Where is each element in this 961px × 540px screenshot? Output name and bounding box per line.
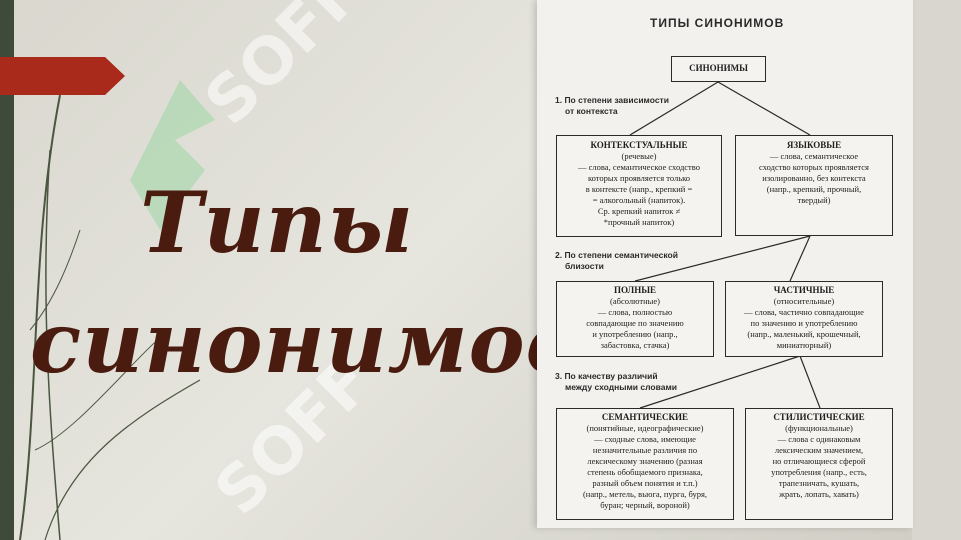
full-line: забастовка, стачка) — [600, 340, 670, 350]
stylistic-line: жрать, лопать, хавать) — [779, 489, 859, 499]
partial-heading: ЧАСТИЧНЫЕ — [773, 285, 835, 295]
page-strip — [912, 0, 961, 540]
contextual-line: — слова, семантическое сходство — [578, 162, 700, 172]
stylistic-heading: СТИЛИСТИЧЕСКИЕ — [773, 412, 865, 422]
criterion-1: 1. По степени зависимости от контекста — [555, 95, 669, 117]
full-synonyms-box: ПОЛНЫЕ (абсолютные) — слова, полностью с… — [556, 281, 714, 357]
title-line-1: Типы — [140, 173, 415, 272]
contextual-line: которых проявляется только — [587, 173, 691, 183]
contextual-subheading: (речевые) — [621, 151, 657, 161]
linguistic-line: изолированно, без контекста — [762, 173, 866, 183]
criterion-3-line-1: 3. По качеству различий — [555, 371, 658, 381]
semantic-box: СЕМАНТИЧЕСКИЕ (понятийные, идеографическ… — [556, 408, 734, 520]
stylistic-subheading: (функциональные) — [785, 423, 853, 433]
linguistic-line: — слова, семантическое — [769, 151, 859, 161]
criterion-1-line-1: 1. По степени зависимости — [555, 95, 669, 105]
criterion-3: 3. По качеству различий между сходными с… — [555, 371, 677, 393]
linguistic-box: ЯЗЫКОВЫЕ — слова, семантическое сходство… — [735, 135, 893, 236]
stylistic-box: СТИЛИСТИЧЕСКИЕ (функциональные) — слова … — [745, 408, 893, 520]
title-line-2: синонимов — [30, 293, 582, 392]
criterion-2: 2. По степени семантической близости — [555, 250, 678, 272]
full-line: совпадающие по значению — [586, 318, 684, 328]
semantic-line: лексическому значению (разная — [587, 456, 703, 466]
watermark-logo-shape — [130, 80, 215, 230]
partial-synonyms-box: ЧАСТИЧНЫЕ (относительные) — слова, части… — [725, 281, 883, 357]
left-accent-bar — [0, 0, 14, 540]
diagram-heading: ТИПЫ СИНОНИМОВ — [650, 16, 785, 30]
root-label: СИНОНИМЫ — [689, 63, 748, 73]
partial-line: (напр., маленький, крошечный, — [747, 329, 861, 339]
partial-line: — слова, частично совпадающие — [744, 307, 864, 317]
full-subheading: (абсолютные) — [610, 296, 660, 306]
full-line: и употреблению (напр., — [592, 329, 678, 339]
semantic-line: — сходные слова, имеющие — [594, 434, 696, 444]
contextual-heading: КОНТЕКСТУАЛЬНЫЕ — [590, 140, 688, 150]
semantic-line: буран; черный, вороной) — [600, 500, 690, 510]
semantic-line: разный объем понятия и т.п.) — [592, 478, 698, 488]
full-heading: ПОЛНЫЕ — [613, 285, 657, 295]
stylistic-line: трапезничать, кушать, — [778, 478, 860, 488]
contextual-box: КОНТЕКСТУАЛЬНЫЕ (речевые) — слова, семан… — [556, 135, 722, 237]
contextual-line: в контексте (напр., крепкий = — [585, 184, 693, 194]
criterion-3-line-2: между сходными словами — [565, 382, 677, 392]
decorative-stems — [19, 94, 201, 540]
red-ribbon-arrow — [0, 57, 125, 95]
semantic-line: степень обобщаемого признака, — [587, 467, 703, 477]
linguistic-line: (напр., крепкий, прочный, — [766, 184, 862, 194]
partial-subheading: (относительные) — [773, 296, 835, 306]
partial-line: по значению и употреблению — [750, 318, 858, 328]
stylistic-line: лексическим значением, — [774, 445, 864, 455]
linguistic-line: сходство которых проявляется — [759, 162, 869, 172]
linguistic-heading: ЯЗЫКОВЫЕ — [786, 140, 842, 150]
semantic-line: (напр., метель, вьюга, пурга, буря, — [582, 489, 708, 499]
semantic-line: незначительные различия по — [592, 445, 698, 455]
semantic-subheading: (понятийные, идеографические) — [586, 423, 704, 433]
criterion-2-line-1: 2. По степени семантической — [555, 250, 678, 260]
stylistic-line: употребления (напр., есть, — [771, 467, 867, 477]
contextual-line: Ср. крепкий напиток ≠ — [597, 206, 681, 216]
full-line: — слова, полностью — [597, 307, 673, 317]
criterion-2-line-2: близости — [565, 261, 604, 271]
linguistic-line: твердый) — [797, 195, 831, 205]
root-box: СИНОНИМЫ — [671, 56, 766, 82]
criterion-1-line-2: от контекста — [565, 106, 618, 116]
contextual-line: *прочный напиток) — [603, 217, 675, 227]
stylistic-line: но отличающиеся сферой — [772, 456, 866, 466]
semantic-heading: СЕМАНТИЧЕСКИЕ — [601, 412, 689, 422]
contextual-line: = алкогольный (напиток). — [592, 195, 686, 205]
partial-line: миниатюрный) — [776, 340, 832, 350]
stylistic-line: — слова с одинаковым — [777, 434, 861, 444]
